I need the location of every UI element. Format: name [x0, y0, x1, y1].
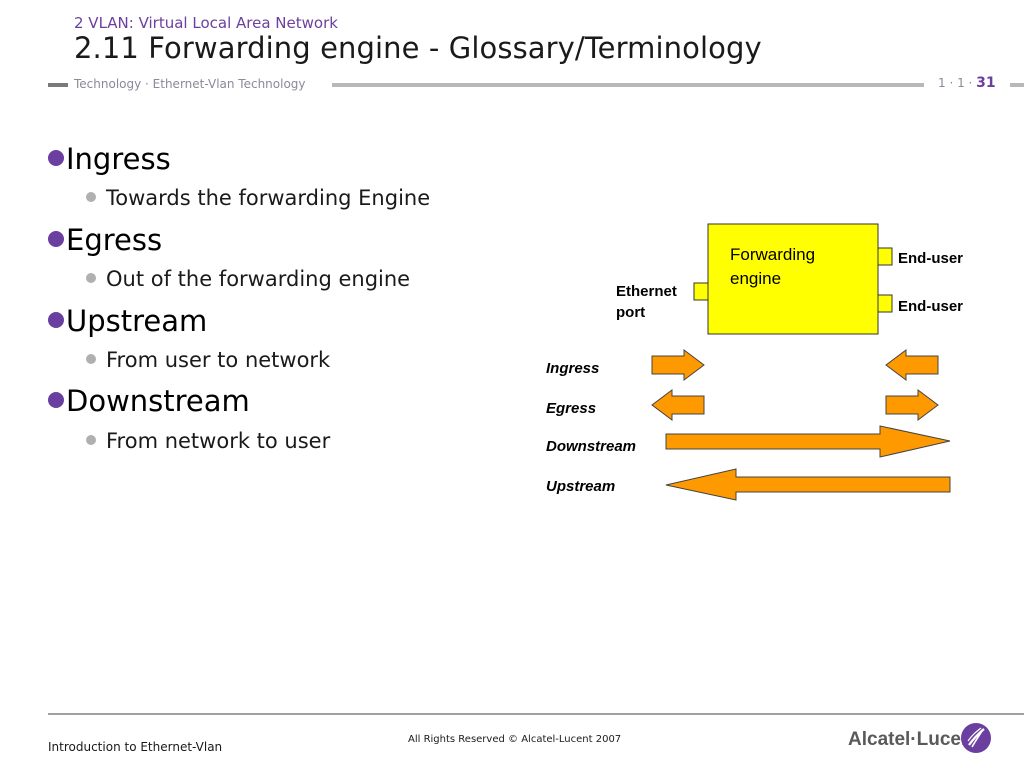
page-number: 1 · 1 · 31 [938, 75, 996, 91]
copyright: All Rights Reserved © Alcatel-Lucent 200… [408, 734, 622, 745]
row-label-egress: Egress [546, 400, 596, 417]
course-name: Introduction to Ethernet-Vlan [48, 740, 223, 754]
egress-arrow-right-icon [885, 389, 939, 421]
footer-rule [48, 713, 1024, 715]
logo: Alcatel·Lucent [848, 729, 979, 750]
sub-bullet-icon [86, 273, 96, 283]
ingress-arrow-left-icon [885, 349, 939, 381]
bullet-egress: Egress [48, 223, 162, 257]
ethernet-port-label-line1: Ethernet [616, 283, 677, 300]
ethernet-port-label-line2: port [616, 304, 645, 321]
sub-bullet-icon [86, 192, 96, 202]
bullet-icon [48, 231, 64, 247]
header-rule [332, 83, 924, 87]
bullet-ingress: Ingress [48, 142, 171, 176]
end-user-port-1-icon [877, 247, 893, 266]
sub-bullet-text: From user to network [106, 348, 331, 372]
bullet-icon [48, 312, 64, 328]
sub-bullet-egress: Out of the forwarding engine [86, 267, 410, 291]
bullet-term: Upstream [66, 304, 208, 338]
forwarding-engine-diagram: Forwarding engine Ethernet port End-user… [546, 223, 963, 501]
sub-bullet-text: From network to user [106, 429, 331, 453]
alcatel-lucent-logo-icon [961, 723, 991, 753]
bullet-icon [48, 150, 64, 166]
row-label-ingress: Ingress [546, 360, 599, 377]
breadcrumb: Technology · Ethernet-Vlan Technology [74, 77, 306, 91]
bullet-term: Downstream [66, 384, 250, 418]
bullet-term: Egress [66, 223, 163, 257]
page-number-value: 31 [976, 75, 996, 91]
page-prefix: 1 · 1 · [938, 76, 977, 90]
header-rule-right [1010, 83, 1024, 87]
bullet-upstream: Upstream [48, 304, 207, 338]
engine-label-line2: engine [730, 269, 781, 288]
sub-bullet-downstream: From network to user [86, 429, 330, 453]
slide-title: 2.11 Forwarding engine - Glossary/Termin… [74, 31, 762, 65]
header-rule-left [48, 83, 68, 87]
sub-bullet-text: Out of the forwarding engine [106, 267, 411, 291]
ingress-arrow-right-icon [651, 349, 705, 381]
egress-arrow-left-icon [651, 389, 705, 421]
sub-bullet-icon [86, 354, 96, 364]
row-label-upstream: Upstream [546, 478, 615, 495]
sub-bullet-upstream: From user to network [86, 348, 330, 372]
end-user-label-1: End-user [898, 250, 963, 267]
bullet-icon [48, 392, 64, 408]
bullet-downstream: Downstream [48, 384, 250, 418]
engine-label-line1: Forwarding [730, 245, 815, 264]
ethernet-port-icon [693, 282, 709, 301]
downstream-arrow-icon [665, 425, 951, 458]
forwarding-engine-box [707, 223, 879, 335]
end-user-port-2-icon [877, 294, 893, 313]
sub-bullet-ingress: Towards the forwarding Engine [86, 186, 430, 210]
chapter-title: 2 VLAN: Virtual Local Area Network [74, 14, 338, 32]
upstream-arrow-icon [665, 468, 951, 501]
bullet-term: Ingress [66, 142, 171, 176]
sub-bullet-icon [86, 435, 96, 445]
row-label-downstream: Downstream [546, 438, 636, 455]
end-user-label-2: End-user [898, 298, 963, 315]
sub-bullet-text: Towards the forwarding Engine [106, 186, 431, 210]
